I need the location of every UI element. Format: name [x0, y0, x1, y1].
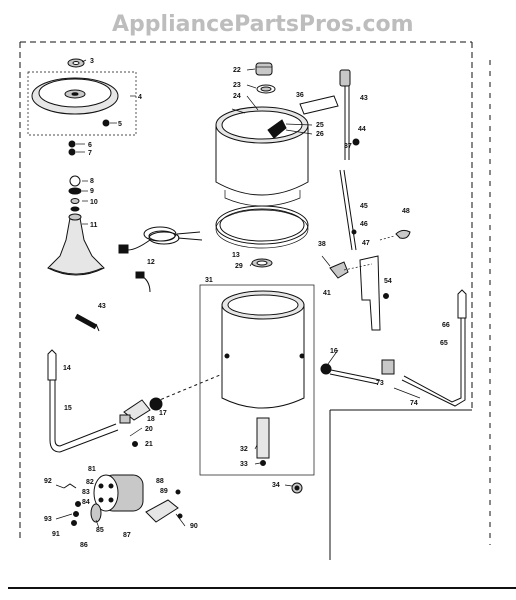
label-16: 16 — [330, 348, 338, 355]
pin-63 — [74, 313, 100, 332]
label-45: 45 — [360, 203, 368, 210]
label-54: 54 — [384, 278, 392, 285]
diagram-frame — [8, 41, 516, 589]
label-4: 4 — [138, 94, 142, 101]
label-18: 18 — [147, 416, 155, 423]
label-13: 13 — [232, 252, 240, 259]
label-82: 82 — [86, 479, 94, 486]
pump-assembly — [119, 374, 221, 447]
label-84: 84 — [82, 499, 90, 506]
fill-hose — [47, 349, 119, 453]
label-3: 3 — [90, 58, 94, 65]
agitator — [47, 175, 105, 276]
wash-basket-top — [215, 62, 309, 207]
label-37: 37 — [344, 143, 352, 150]
label-17: 17 — [159, 410, 167, 417]
label-66: 66 — [442, 322, 450, 329]
label-11: 11 — [90, 222, 98, 229]
part-34 — [291, 482, 303, 494]
label-36: 36 — [296, 92, 304, 99]
label-10: 10 — [90, 199, 98, 206]
lid-assembly — [27, 58, 137, 136]
label-90: 90 — [190, 523, 198, 530]
tub-assembly — [199, 284, 315, 476]
label-48: 48 — [402, 208, 410, 215]
label-47: 47 — [362, 240, 370, 247]
label-38: 38 — [318, 241, 326, 248]
label-34: 34 — [272, 482, 280, 489]
label-92: 92 — [44, 478, 52, 485]
label-43: 43 — [360, 95, 368, 102]
label-81: 81 — [88, 466, 96, 473]
label-15: 15 — [64, 405, 72, 412]
label-93: 93 — [44, 516, 52, 523]
label-20: 20 — [145, 426, 153, 433]
label-32: 32 — [240, 446, 248, 453]
motor-assembly — [63, 474, 183, 526]
label-12: 12 — [147, 259, 155, 266]
label-83: 83 — [82, 489, 90, 496]
label-23: 23 — [233, 82, 241, 89]
label-44: 44 — [358, 126, 366, 133]
label-87: 87 — [123, 532, 131, 539]
label-63: 43 — [98, 303, 106, 310]
label-91: 91 — [52, 531, 60, 538]
label-73: 73 — [376, 380, 384, 387]
label-21: 21 — [145, 441, 153, 448]
label-41: 41 — [323, 290, 331, 297]
label-33: 33 — [240, 461, 248, 468]
tub-ring — [215, 205, 309, 249]
label-46: 46 — [360, 221, 368, 228]
leader-lines — [55, 59, 339, 529]
label-31: 31 — [205, 277, 213, 284]
label-74: 74 — [410, 400, 418, 407]
label-86: 86 — [80, 542, 88, 549]
label-5: 5 — [118, 121, 122, 128]
label-89: 89 — [160, 488, 168, 495]
drain-hose — [320, 289, 467, 407]
label-25: 25 — [316, 122, 324, 129]
hardware-6-7 — [68, 140, 85, 156]
shift-rod-assembly — [299, 69, 411, 331]
label-29: 29 — [235, 263, 243, 270]
seal-29 — [251, 258, 273, 268]
label-26: 26 — [316, 131, 324, 138]
label-14: 14 — [63, 365, 71, 372]
watermark-text: AppliancePartsPros.com — [112, 12, 414, 37]
label-65: 65 — [440, 340, 448, 347]
label-85: 85 — [96, 527, 104, 534]
label-22: 22 — [233, 67, 241, 74]
power-cord — [118, 226, 203, 293]
label-9: 9 — [90, 188, 94, 195]
label-88: 88 — [156, 478, 164, 485]
label-6: 6 — [88, 142, 92, 149]
label-8: 8 — [90, 178, 94, 185]
part-labels: 3 4 5 6 7 8 9 10 11 12 13 14 15 16 17 18… — [44, 58, 450, 549]
label-7: 7 — [88, 150, 92, 157]
label-24: 24 — [233, 93, 241, 100]
